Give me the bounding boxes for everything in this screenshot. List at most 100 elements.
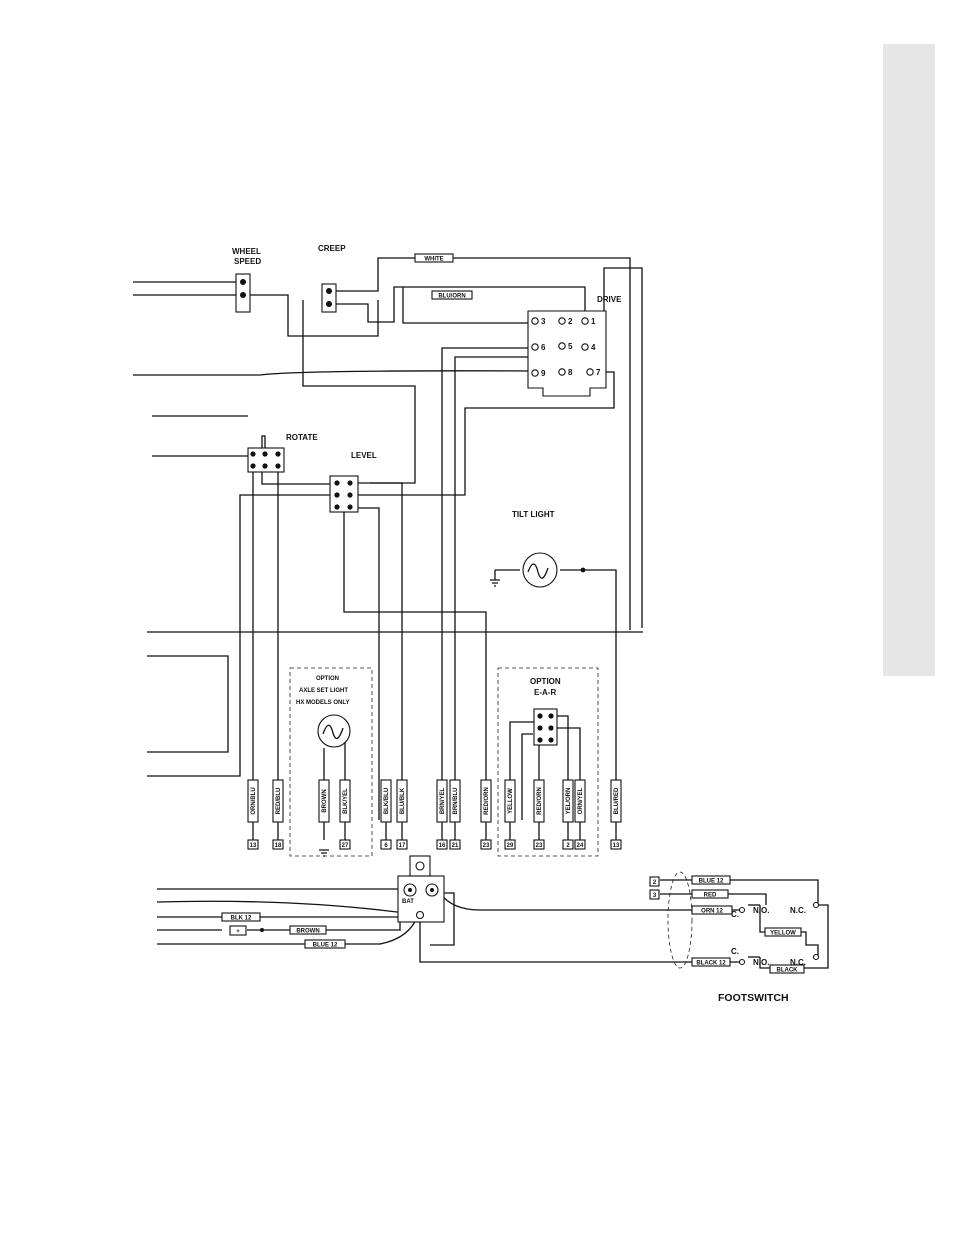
wire-tag-text: ORN 12: [701, 909, 723, 915]
bat-label: BAT: [402, 899, 414, 905]
no-lower-label: N.O.: [753, 958, 769, 967]
footswitch-shield: [667, 871, 693, 969]
wire-color-label: BLU/RED: [614, 787, 620, 814]
fuse-symbol: +: [236, 929, 240, 935]
wire-tag-text: YELLOW: [770, 931, 796, 937]
ear-option-box: [497, 667, 599, 857]
drive-pin-number: 8: [568, 368, 573, 377]
wire-number: 17: [399, 843, 406, 849]
wire-number: 18: [275, 843, 282, 849]
bottom-wire-7: BRN/YEL 16: [436, 779, 448, 850]
axle-option-label: OPTION: [316, 676, 339, 682]
footswitch-label: FOOTSWITCH: [718, 992, 789, 1004]
drive-pin-number: 6: [541, 343, 546, 352]
bottom-wire-6: BLU/BLK 17: [396, 779, 408, 850]
wire-tag-blue12-fs: BLUE 12: [691, 875, 731, 885]
wheel-label: WHEEL: [232, 247, 261, 256]
footswitch-terminal-number: 3: [653, 893, 657, 899]
wire-color-label: ORN/BLU: [251, 787, 257, 814]
no-upper-label: N.O.: [753, 906, 769, 915]
c-upper-label: C.: [731, 910, 739, 919]
drive-pin-number: 9: [541, 369, 546, 378]
drive-pin-number: 1: [591, 317, 596, 326]
fuse: +: [229, 925, 247, 936]
speed-label: SPEED: [234, 257, 261, 266]
drive-pin-2: 2: [558, 317, 573, 326]
wire-tag-yellow-fs: YELLOW: [764, 927, 802, 937]
wire-tag-text: BLACK 12: [696, 961, 726, 967]
bottom-wire-8: BRN/BLU 21: [449, 779, 461, 850]
tilt-light-label: TILT LIGHT: [512, 510, 555, 519]
wire-tag-text: BLK 12: [231, 916, 252, 922]
wire-number: 21: [452, 843, 459, 849]
wire-color-label: BRN/BLU: [453, 788, 459, 815]
drive-pin-number: 4: [591, 343, 596, 352]
drive-pin-number: 2: [568, 317, 573, 326]
creep-connector: [321, 283, 337, 313]
wire-color-label: RED/BLU: [276, 788, 282, 815]
ear-connector: [533, 708, 558, 746]
drive-pin-7: 7: [586, 368, 601, 377]
wire-tag-blue12: BLUE 12: [304, 939, 346, 949]
rotate-connector: [247, 447, 285, 473]
wire-tag-orn12: ORN 12: [691, 905, 733, 915]
wire-color-label: BLK/BLU: [384, 788, 390, 814]
wire-color-label: BLK/YEL: [343, 788, 349, 814]
power-connector: [397, 855, 445, 923]
wire-tag-blu-orn: BLU/ORN: [431, 290, 473, 300]
rotate-label: ROTATE: [286, 433, 318, 442]
c-lower-label: C.: [731, 947, 739, 956]
wire-color-label: BROWN: [322, 789, 328, 812]
ear-label: E-A-R: [534, 688, 556, 697]
axle-light-lamp: [317, 714, 351, 748]
axle-line2-label: HX MODELS ONLY: [296, 700, 349, 706]
footswitch-terminal: 3: [649, 889, 660, 900]
wire-tag-text: BROWN: [296, 929, 319, 935]
wire-number: 6: [384, 843, 388, 849]
tilt-light-lamp: [522, 552, 586, 588]
nc-lower-label: N.C.: [790, 958, 806, 967]
wire-number: 23: [483, 843, 490, 849]
bottom-wire-2: RED/BLU 18: [272, 779, 284, 850]
level-connector: [329, 475, 359, 513]
bottom-wire-14: BLU/RED 13: [610, 779, 622, 850]
level-label: LEVEL: [351, 451, 377, 460]
drive-pin-9: 9: [531, 369, 546, 378]
wire-number: 23: [536, 843, 543, 849]
wire-color-label: RED/ORN: [484, 787, 490, 815]
bottom-wire-3: BROWN: [318, 779, 330, 840]
drive-pin-number: 5: [568, 342, 573, 351]
wire-tag-white: WHITE: [414, 253, 454, 263]
drive-pin-6: 6: [531, 343, 546, 352]
wire-tag-text: BLUE 12: [313, 943, 338, 949]
drive-connector: [527, 310, 607, 397]
wire-number: 13: [613, 843, 620, 849]
drive-label: DRIVE: [597, 295, 622, 304]
wire-color-label: BRN/YEL: [440, 788, 446, 815]
drive-pin-number: 3: [541, 317, 546, 326]
axle-line1-label: AXLE SET LIGHT: [299, 688, 348, 694]
wire-color-label: BLU/BLK: [400, 787, 406, 814]
wire-tag-black12: BLACK 12: [691, 957, 731, 967]
nc-upper-label: N.C.: [790, 906, 806, 915]
wire-number: 2: [566, 843, 570, 849]
wire-tag-brown: BROWN: [289, 925, 327, 935]
ground-symbols: [319, 579, 500, 857]
wire-number: 29: [507, 843, 514, 849]
drive-pin-4: 4: [581, 343, 596, 352]
drive-pin-number: 7: [596, 368, 601, 377]
axle-option-box: [289, 667, 373, 857]
wire-number: 24: [577, 843, 584, 849]
drive-pin-5: 5: [558, 342, 573, 351]
footswitch-terminal-number: 2: [653, 880, 657, 886]
wire-number: 16: [439, 843, 446, 849]
